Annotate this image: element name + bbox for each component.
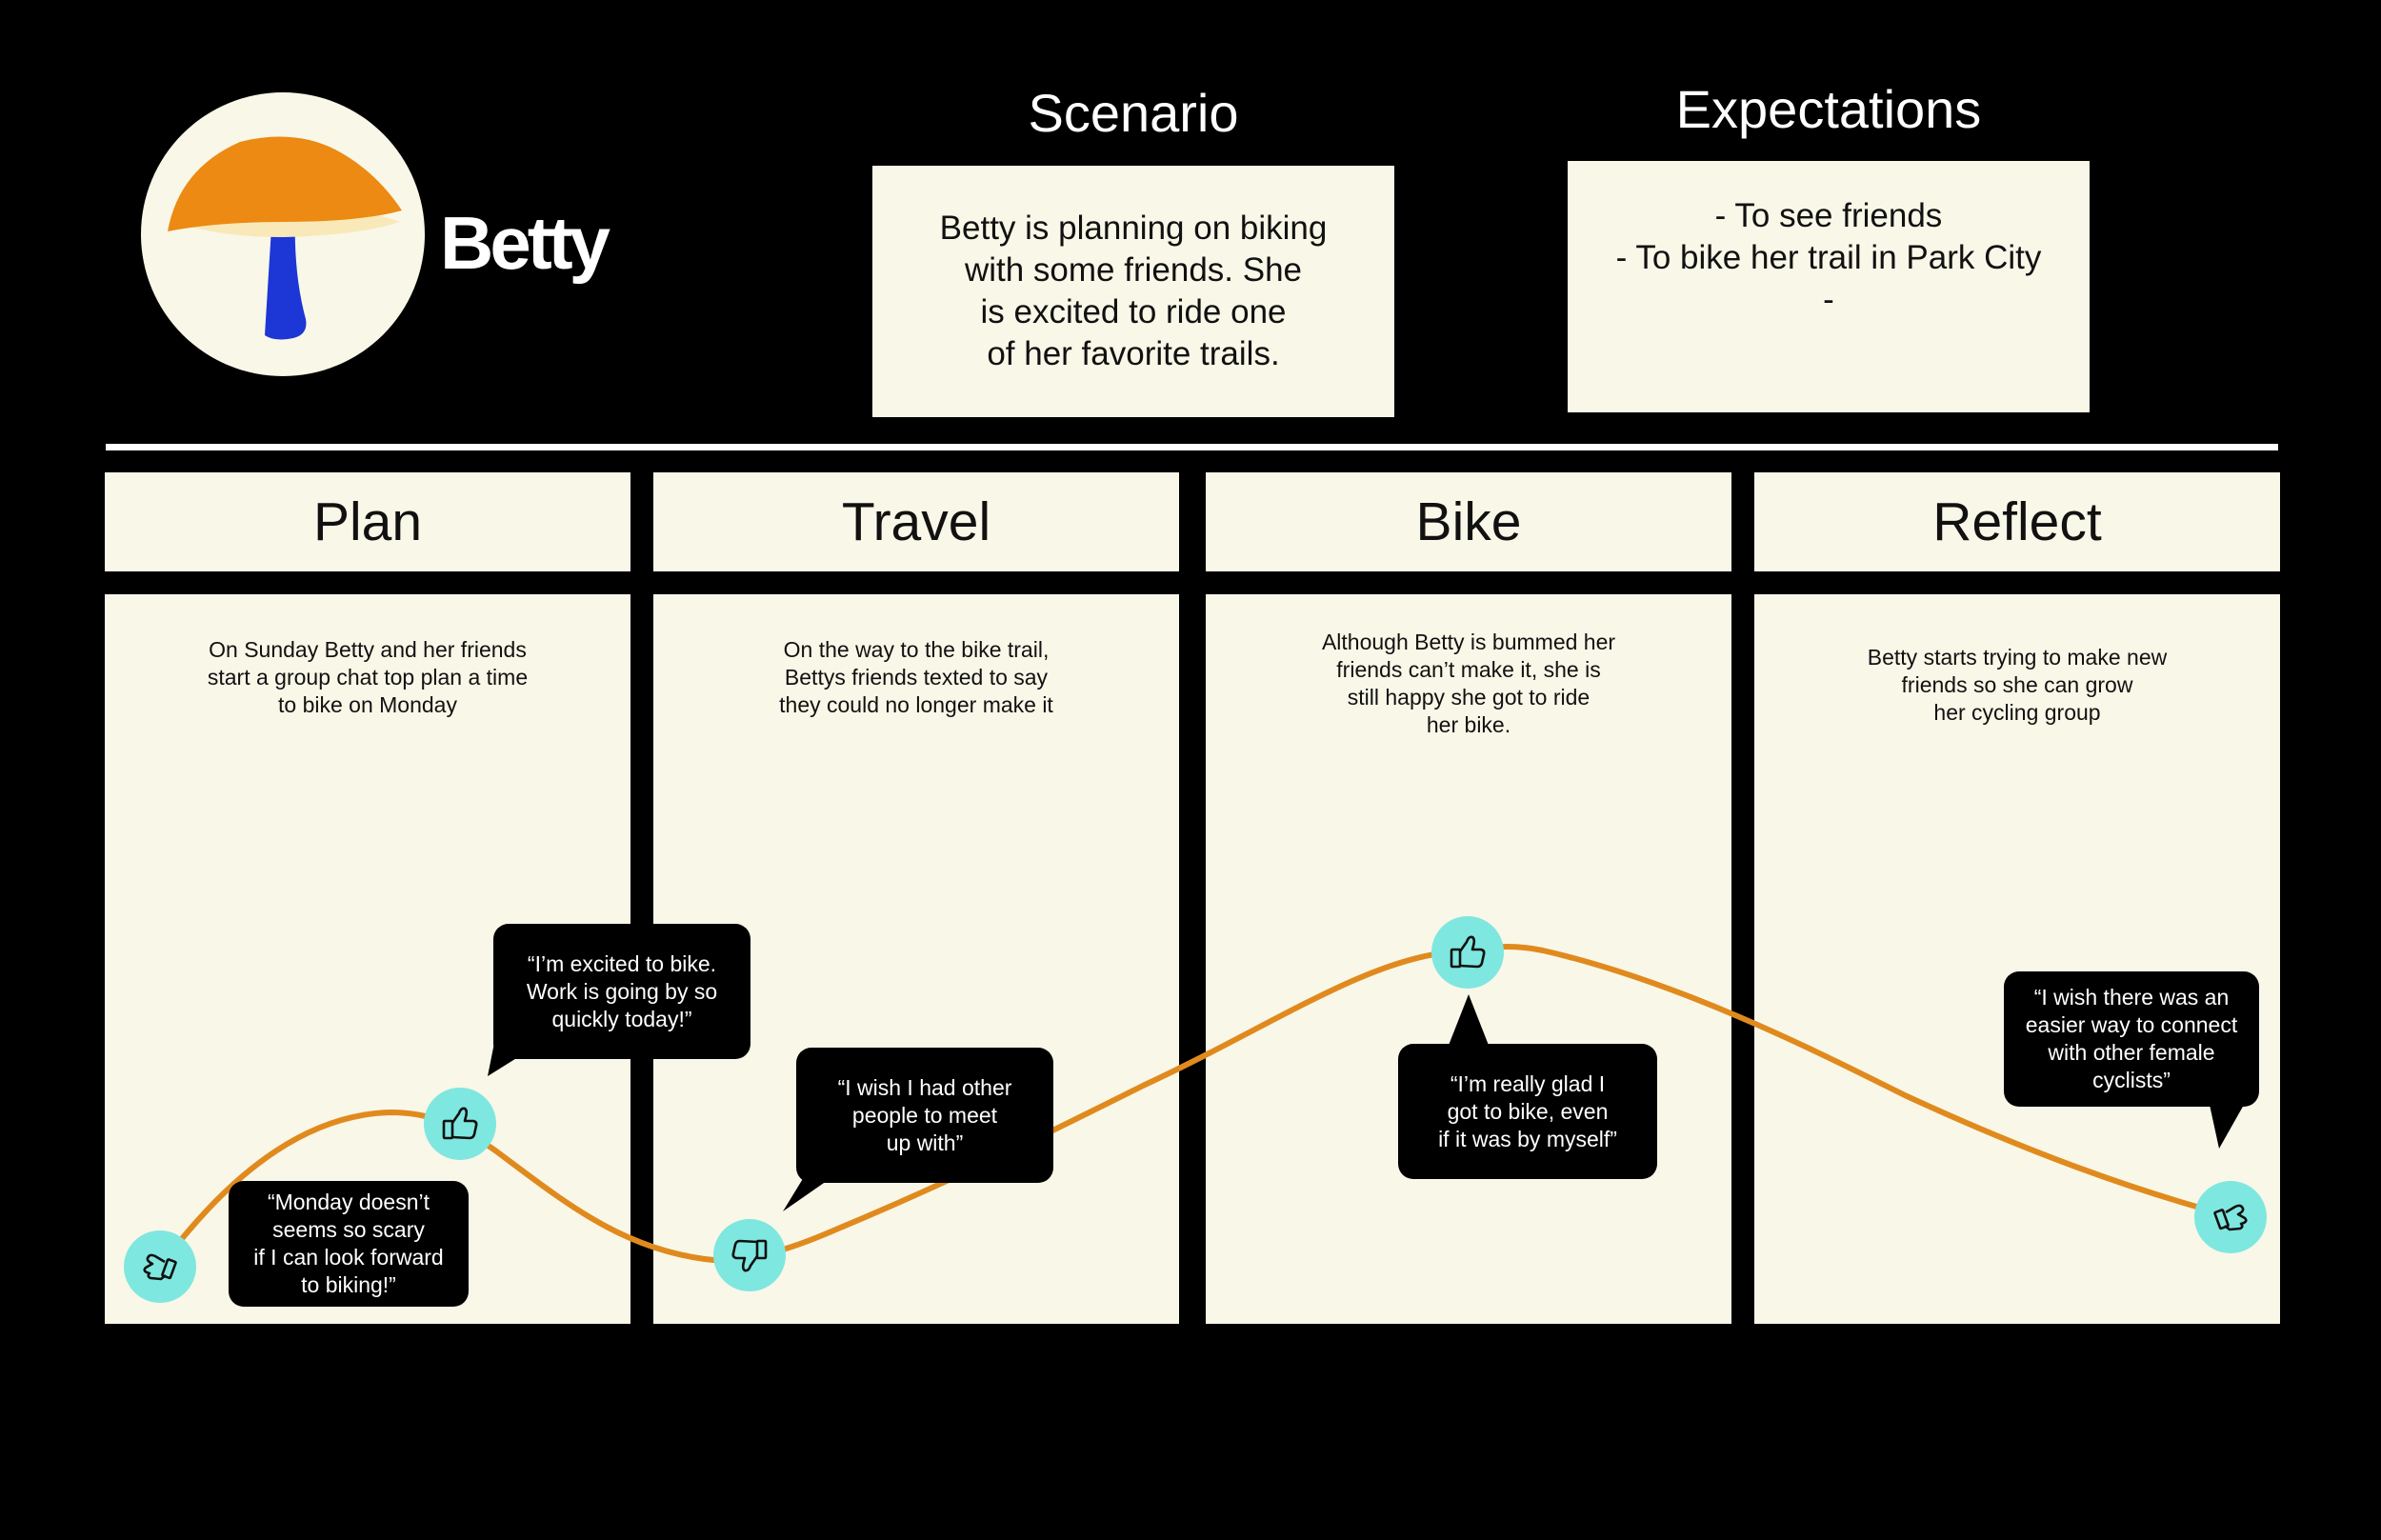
quote-bubble: “I’m excited to bike. Work is going by s… xyxy=(493,924,750,1059)
quote-text: “I’m excited to bike. Work is going by s… xyxy=(526,950,718,1031)
quote-bubble: “I’m really glad I got to bike, even if … xyxy=(1398,1044,1657,1179)
scenario-text: Betty is planning on biking with some fr… xyxy=(939,210,1328,372)
persona-avatar xyxy=(141,92,425,376)
quote-text: “I’m really glad I got to bike, even if … xyxy=(1438,1070,1617,1151)
stage-panel-reflect: Betty starts trying to make new friends … xyxy=(1754,594,2280,1324)
scenario-box: Betty is planning on biking with some fr… xyxy=(872,166,1394,417)
quote-text: “Monday doesn’t seems so scary if I can … xyxy=(253,1190,444,1297)
stage-title: Bike xyxy=(1415,491,1522,552)
expectations-box: - To see friends - To bike her trail in … xyxy=(1568,161,2090,412)
stage-header-reflect: Reflect xyxy=(1754,472,2280,571)
expectations-text: - To see friends - To bike her trail in … xyxy=(1615,197,2042,318)
stage-title: Plan xyxy=(312,491,423,552)
quote-text: “I wish I had other people to meet up wi… xyxy=(837,1074,1012,1155)
sentiment-marker xyxy=(713,1219,786,1291)
thumbs-up-icon xyxy=(1450,935,1486,969)
mushroom-icon xyxy=(168,136,402,340)
sentiment-marker xyxy=(124,1230,196,1303)
quote-bubble: “I wish I had other people to meet up wi… xyxy=(796,1048,1053,1183)
persona-name: Betty xyxy=(440,201,610,285)
thumbs-down-icon xyxy=(731,1239,768,1272)
stage-header-plan: Plan xyxy=(105,472,630,571)
expectations-heading: Expectations xyxy=(1675,79,1982,139)
stage-description: On Sunday Betty and her friends start a … xyxy=(207,637,529,717)
section-divider xyxy=(106,444,2278,450)
stage-title: Travel xyxy=(841,491,991,552)
thumb-sideways-icon xyxy=(143,1253,177,1281)
bubble-tail xyxy=(1448,994,1490,1048)
thumbs-up-icon xyxy=(442,1107,478,1140)
scenario-heading: Scenario xyxy=(1028,83,1239,143)
quote-text: “I wish there was an easier way to conne… xyxy=(2025,985,2238,1092)
bubble-tail xyxy=(783,1177,827,1211)
sentiment-marker xyxy=(2194,1181,2267,1253)
stage-title: Reflect xyxy=(1932,491,2102,552)
stage-header-bike: Bike xyxy=(1206,472,1731,571)
bubble-tail xyxy=(2210,1105,2244,1149)
stage-description: Although Betty is bummed her friends can… xyxy=(1321,630,1616,737)
quote-bubble: “Monday doesn’t seems so scary if I can … xyxy=(229,1181,469,1307)
stage-description: On the way to the bike trail, Bettys fri… xyxy=(779,637,1053,717)
sentiment-marker xyxy=(424,1088,496,1160)
stage-header-travel: Travel xyxy=(653,472,1179,571)
quote-bubble: “I wish there was an easier way to conne… xyxy=(2004,971,2259,1107)
sentiment-marker xyxy=(1431,916,1504,989)
thumb-sideways-icon xyxy=(2213,1204,2248,1231)
stage-description: Betty starts trying to make new friends … xyxy=(1867,645,2168,725)
